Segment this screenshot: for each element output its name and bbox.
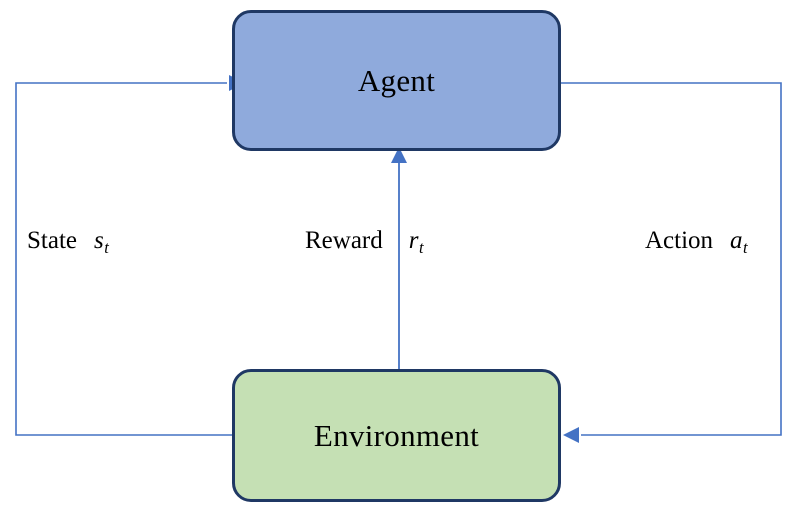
edge-label-state-subscript: t: [104, 238, 109, 258]
edge-action-arrowhead: [563, 427, 579, 443]
edge-label-action-word: Action: [645, 227, 714, 254]
edge-label-reward-symbol: rt: [408, 227, 424, 258]
edge-label-state-word: State: [27, 227, 77, 254]
node-agent[interactable]: Agent: [232, 10, 561, 151]
edge-label-reward-word: Reward: [305, 227, 383, 254]
edge-label-reward-subscript: t: [418, 238, 424, 258]
edge-label-reward-symbol-base: r: [408, 227, 419, 254]
edge-state: [15, 75, 245, 436]
edge-label-state-symbol-base: s: [94, 227, 104, 254]
edge-label-action-symbol: at: [730, 227, 748, 258]
edge-action-line: [561, 82, 782, 436]
edge-label-state-symbol: st: [94, 227, 109, 258]
edge-reward: [391, 147, 407, 371]
edge-action: [561, 82, 782, 443]
edge-reward-arrowhead: [391, 147, 407, 163]
edge-state-line: [15, 82, 233, 436]
node-agent-label: Agent: [357, 63, 436, 98]
edge-label-action-subscript: t: [743, 238, 748, 258]
edge-label-action-symbol-base: a: [730, 227, 743, 254]
node-environment-label: Environment: [313, 418, 480, 453]
node-environment[interactable]: Environment: [232, 369, 561, 502]
